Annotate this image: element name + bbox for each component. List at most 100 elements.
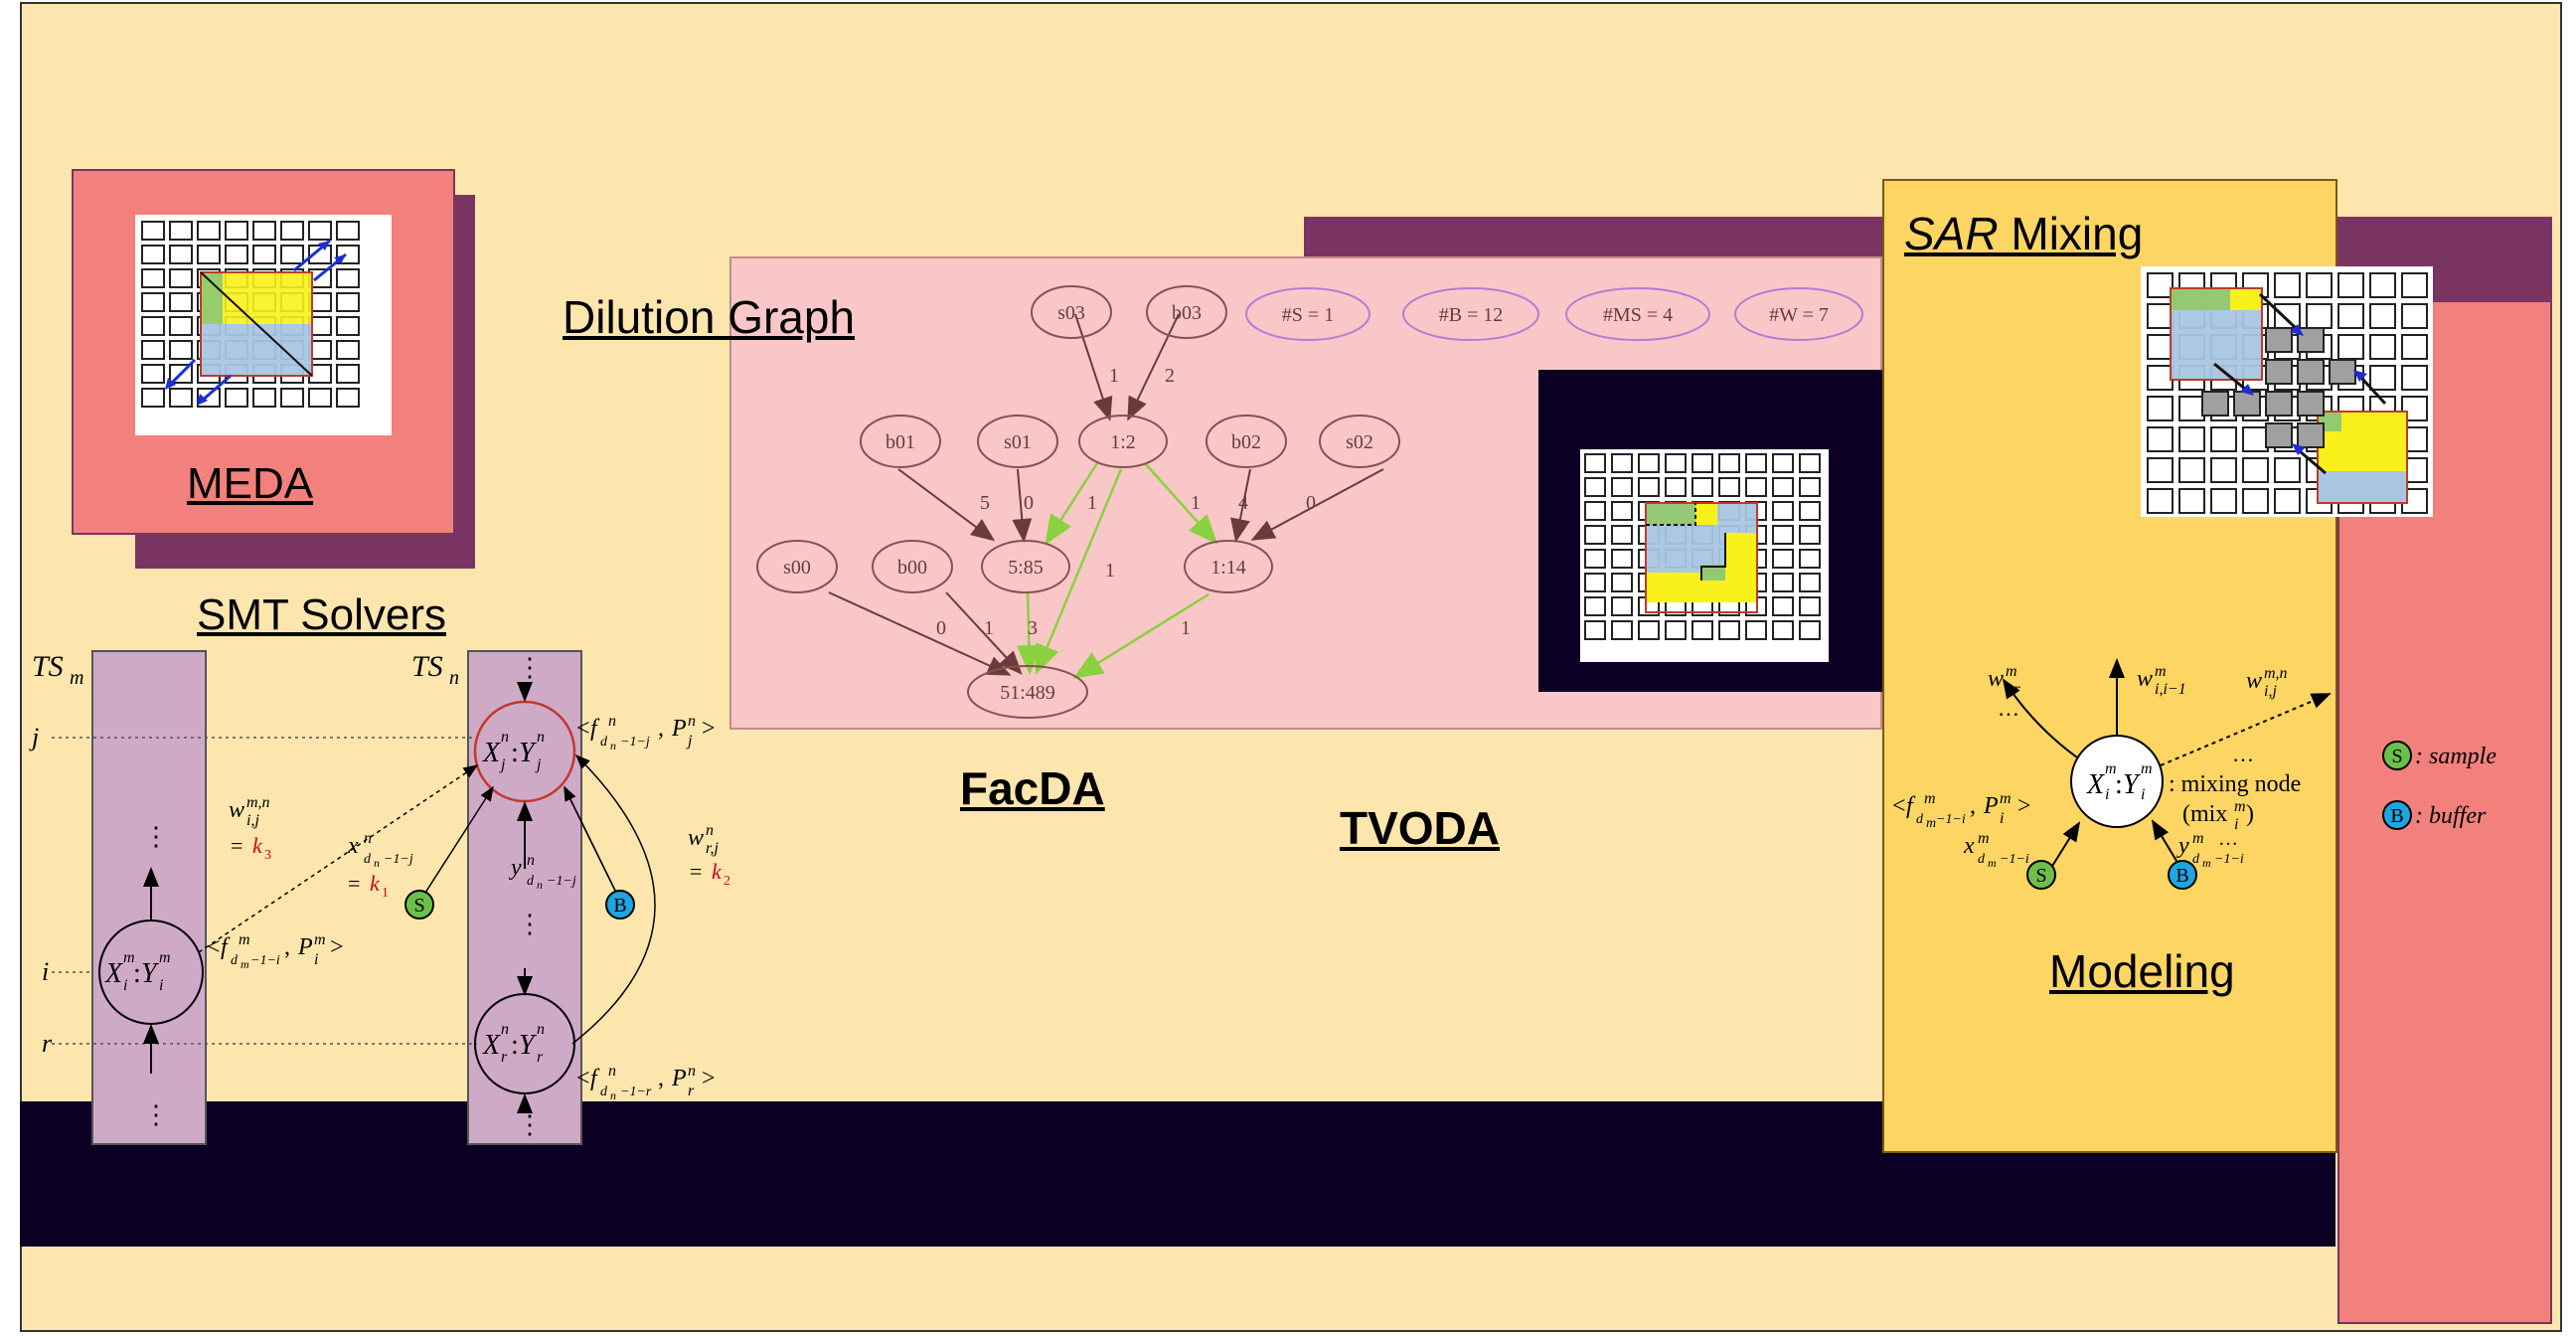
grid-cell xyxy=(2337,272,2364,298)
node-b03: b03 xyxy=(1172,302,1202,324)
grid-cell xyxy=(1799,477,1821,497)
svg-text:i,j: i,j xyxy=(246,812,259,829)
svg-text:>: > xyxy=(702,1066,716,1091)
grid-cell xyxy=(141,316,165,336)
grid-cell xyxy=(2178,457,2205,483)
svg-text:m,n: m,n xyxy=(246,794,270,811)
svg-text:m: m xyxy=(2192,830,2204,847)
grid-cell xyxy=(169,388,193,408)
grid-cell xyxy=(2274,303,2301,329)
svg-text:=: = xyxy=(231,833,242,858)
svg-text::: : xyxy=(511,1030,519,1061)
grid-cell xyxy=(336,388,360,408)
svg-text:n: n xyxy=(501,1021,509,1038)
grid-cell xyxy=(1665,620,1687,640)
tvoda-label: TVODA xyxy=(1340,802,1500,854)
grid-cell xyxy=(1718,453,1740,473)
grid-cell xyxy=(169,268,193,288)
svg-text:n: n xyxy=(688,713,696,730)
svg-text:<: < xyxy=(1892,793,1906,819)
svg-text:m: m xyxy=(159,949,171,966)
svg-text:i: i xyxy=(2105,786,2109,803)
grid-cell xyxy=(141,340,165,360)
grid-cell xyxy=(252,245,276,264)
node-51-489: 51:489 xyxy=(1000,682,1055,704)
grid-cell xyxy=(1584,477,1606,497)
svg-text:−1−i: −1−i xyxy=(2000,852,2029,867)
grid-cell xyxy=(1799,620,1821,640)
grid-cell xyxy=(252,388,276,408)
node-1-2: 1:2 xyxy=(1110,431,1136,453)
grid-cell xyxy=(1691,620,1713,640)
svg-text:n: n xyxy=(501,729,509,746)
svg-text:r,j: r,j xyxy=(706,840,719,857)
svg-text:j: j xyxy=(686,733,693,750)
grid-cell xyxy=(1799,453,1821,473)
meda-red-outline xyxy=(200,271,313,377)
svg-text:Y: Y xyxy=(519,1030,538,1061)
svg-text:m: m xyxy=(1978,830,1990,847)
grid-cell xyxy=(2401,365,2428,391)
grid-cell xyxy=(2210,426,2237,452)
svg-text:=: = xyxy=(690,859,702,884)
k3-label: k xyxy=(252,833,263,858)
grid-cell xyxy=(141,268,165,288)
svg-text:n: n xyxy=(610,739,616,752)
node-s01: s01 xyxy=(1004,431,1032,453)
modeling-buffer-badge: B xyxy=(2175,865,2188,887)
svg-text:f: f xyxy=(221,934,231,960)
grid-cell xyxy=(1611,549,1633,569)
right-red-panel xyxy=(2337,300,2552,1324)
svg-text:): ) xyxy=(2246,801,2254,827)
grid-cell xyxy=(2210,488,2237,514)
grid-cell xyxy=(2369,303,2396,329)
svg-text:>: > xyxy=(2017,793,2031,819)
grid-cell xyxy=(1584,525,1606,545)
grid-cell xyxy=(1611,596,1633,616)
svg-text:i: i xyxy=(2234,816,2238,833)
tvoda-overlay xyxy=(1645,502,1758,613)
svg-text:x: x xyxy=(1963,833,1975,859)
svg-text:m: m xyxy=(2234,798,2246,815)
grid-cell xyxy=(2210,457,2237,483)
svg-text:m: m xyxy=(123,949,135,966)
grid-cell xyxy=(1772,549,1794,569)
svg-text:m: m xyxy=(2155,663,2167,680)
grid-cell xyxy=(1611,573,1633,592)
grid-cell xyxy=(2369,272,2396,298)
edge-weight: 5 xyxy=(980,492,990,514)
grid-cell xyxy=(1772,453,1794,473)
mix-text: (mix xyxy=(2182,801,2227,827)
grid-cell xyxy=(141,364,165,384)
svg-text:X: X xyxy=(2086,769,2105,800)
svg-text:,: , xyxy=(1970,793,1976,819)
svg-text:,: , xyxy=(284,934,290,960)
ts-n-label: TS xyxy=(411,650,443,683)
grid-cell xyxy=(2178,426,2205,452)
grid-cell xyxy=(2147,272,2174,298)
svg-text:d: d xyxy=(2192,852,2200,867)
svg-text:<: < xyxy=(207,934,221,960)
svg-text:>: > xyxy=(330,934,344,960)
grid-cell xyxy=(2306,272,2333,298)
grid-cell xyxy=(1584,501,1606,521)
dilution-graph-label: Dilution Graph xyxy=(563,291,856,343)
grid-cell xyxy=(2401,303,2428,329)
svg-text:i: i xyxy=(159,977,163,994)
svg-text:i: i xyxy=(314,951,318,968)
grid-cell xyxy=(141,388,165,408)
grid-cell xyxy=(1611,477,1633,497)
dilution-graph: s03 b03 b01 s01 1:2 b02 s02 s00 b00 5:85… xyxy=(756,285,1863,719)
node-b00: b00 xyxy=(897,557,927,579)
grid-cell xyxy=(1772,596,1794,616)
grid-cell xyxy=(2274,488,2301,514)
grid-cell xyxy=(197,245,221,264)
svg-text:d: d xyxy=(1978,852,1986,867)
svg-text:i: i xyxy=(2000,810,2004,827)
svg-text:n: n xyxy=(608,1063,616,1080)
grid-cell xyxy=(1638,620,1660,640)
grid-cell xyxy=(225,245,248,264)
stat-b: #B = 12 xyxy=(1439,304,1504,326)
svg-text:w: w xyxy=(229,797,244,823)
svg-text:Y: Y xyxy=(519,738,538,768)
